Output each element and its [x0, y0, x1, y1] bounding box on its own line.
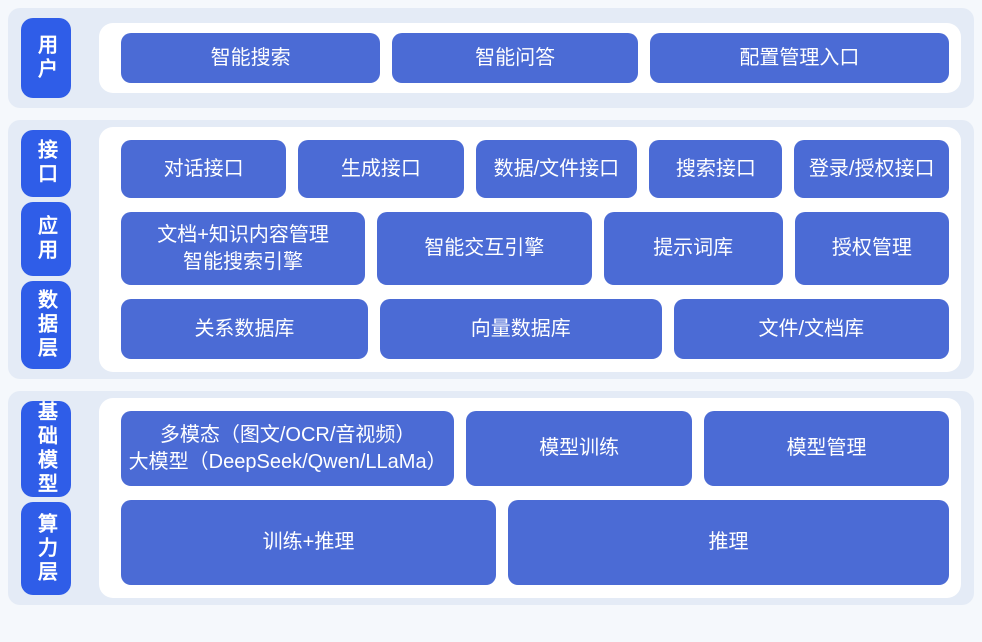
node-row: 关系数据库 向量数据库 文件/文档库 — [121, 299, 949, 359]
diagram-node: 授权管理 — [794, 212, 949, 285]
diagram-node-label: 提示词库 — [653, 237, 734, 260]
diagram-node: 推理 — [508, 500, 949, 585]
layer-label-column: 基础模型算力层 — [21, 401, 71, 595]
diagram-node: 模型管理 — [704, 411, 949, 486]
diagram-node: 搜索接口 — [649, 140, 783, 198]
layer-label-user: 用户 — [21, 18, 71, 98]
diagram-node-label-line: 文档+知识内容管理 — [157, 224, 329, 247]
layer-label-base-model: 基础模型 — [21, 401, 71, 498]
diagram-node-label: 数据/文件接口 — [493, 157, 620, 180]
diagram-node: 文档+知识内容管理智能搜索引擎 — [121, 212, 366, 285]
band-panel: 智能搜索 智能问答 配置管理入口 — [99, 23, 961, 93]
diagram-node-label: 搜索接口 — [675, 157, 756, 180]
diagram-node-label-line: 大模型（DeepSeek/Qwen/LLaMa） — [128, 450, 447, 473]
layer-label-column: 接口应用数据层 — [21, 130, 71, 369]
diagram-node-label: 智能问答 — [475, 46, 556, 69]
diagram-node-label: 文件/文档库 — [758, 317, 865, 340]
band-infra: 基础模型算力层 多模态（图文/OCR/音视频） 大模型（DeepSeek/Qwen/… — [8, 391, 974, 605]
layer-label-interface: 接口 — [21, 130, 71, 197]
diagram-node: 文件/文档库 — [673, 299, 949, 359]
diagram-node-label: 授权管理 — [831, 237, 912, 260]
diagram-node-label: 推理 — [708, 531, 749, 554]
diagram-node: 对话接口 — [121, 140, 287, 198]
node-row: 训练+推理 推理 — [121, 500, 949, 585]
diagram-node-label: 训练+推理 — [262, 531, 355, 554]
diagram-node-label: 向量数据库 — [470, 317, 571, 340]
diagram-node-label: 对话接口 — [163, 157, 244, 180]
diagram-node-label: 生成接口 — [340, 157, 421, 180]
diagram-node-label: 配置管理入口 — [739, 46, 860, 69]
diagram-node: 智能交互引擎 — [377, 212, 592, 285]
band-panel: 多模态（图文/OCR/音视频） 大模型（DeepSeek/Qwen/LLaMa） 模… — [99, 398, 961, 598]
diagram-node-label: 关系数据库 — [194, 317, 295, 340]
node-row: 对话接口 生成接口 数据/文件接口 搜索接口 登录/授权接口 — [121, 140, 949, 198]
node-row: 文档+知识内容管理智能搜索引擎 智能交互引擎 提示词库 授权管理 — [121, 212, 949, 285]
band-user: 用户 智能搜索 智能问答 配置管理入口 — [8, 8, 974, 108]
diagram-node-label: 模型训练 — [539, 437, 620, 460]
diagram-node: 关系数据库 — [121, 299, 368, 359]
diagram-node: 多模态（图文/OCR/音视频） 大模型（DeepSeek/Qwen/LLaMa） — [121, 411, 455, 486]
diagram-node: 模型训练 — [466, 411, 693, 486]
diagram-node-label: 智能交互引擎 — [424, 237, 545, 260]
diagram-node: 数据/文件接口 — [475, 140, 638, 198]
diagram-node: 向量数据库 — [379, 299, 662, 359]
diagram-node: 生成接口 — [298, 140, 464, 198]
diagram-node-label-line: 多模态（图文/OCR/音视频） — [159, 424, 416, 447]
layer-label-column: 用户 — [21, 18, 71, 98]
diagram-node: 智能搜索 — [121, 33, 381, 83]
band-platform: 接口应用数据层 对话接口 生成接口 数据/文件接口 搜索接口 登录/授权接口文档+知识内容… — [8, 120, 974, 379]
layer-label-data-layer: 数据层 — [21, 280, 71, 369]
diagram-node: 智能问答 — [392, 33, 638, 83]
diagram-node-label: 智能搜索 — [210, 46, 291, 69]
layer-label-application: 应用 — [21, 201, 71, 276]
node-row: 智能搜索 智能问答 配置管理入口 — [121, 33, 949, 83]
architecture-diagram: 用户 智能搜索 智能问答 配置管理入口接口应用数据层 对话接口 生成接口 数据/文件接口 搜索… — [0, 8, 982, 605]
diagram-node-label: 模型管理 — [786, 437, 867, 460]
diagram-node: 登录/授权接口 — [794, 140, 949, 198]
diagram-node: 提示词库 — [603, 212, 783, 285]
band-panel: 对话接口 生成接口 数据/文件接口 搜索接口 登录/授权接口文档+知识内容管理智能搜索引… — [99, 127, 961, 372]
diagram-node: 配置管理入口 — [649, 33, 949, 83]
layer-label-compute-layer: 算力层 — [21, 502, 71, 595]
diagram-node: 训练+推理 — [121, 500, 496, 585]
diagram-node-label: 登录/授权接口 — [808, 157, 935, 180]
node-row: 多模态（图文/OCR/音视频） 大模型（DeepSeek/Qwen/LLaMa） 模… — [121, 411, 949, 486]
diagram-node-label-line: 智能搜索引擎 — [183, 250, 304, 273]
